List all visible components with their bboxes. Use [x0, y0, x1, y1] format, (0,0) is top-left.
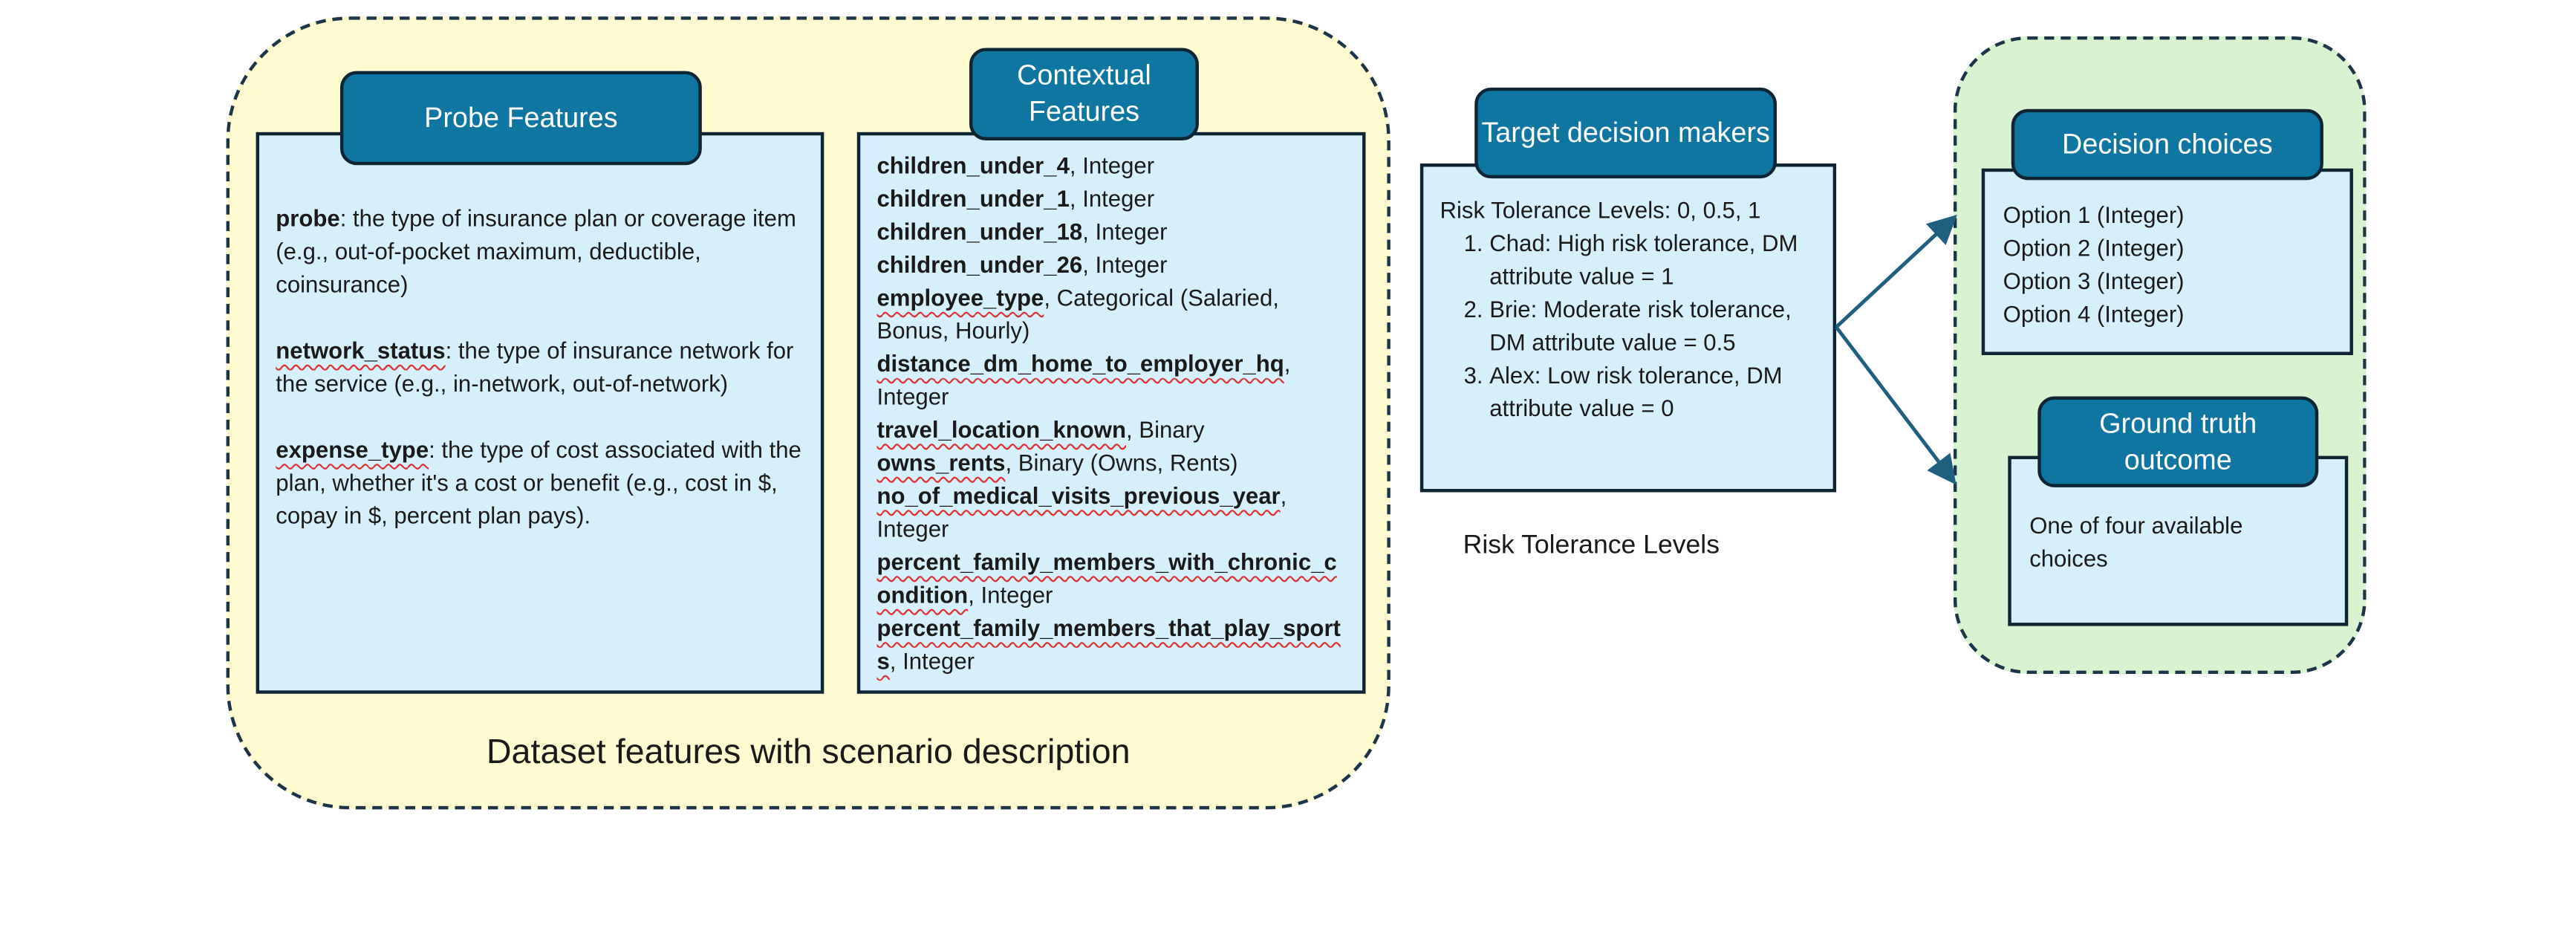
decision-choices-box: Option 1 (Integer) Option 2 (Integer) Op…: [1981, 168, 2353, 355]
arrow-to-decision-choices: [1835, 215, 1957, 328]
feature-name: network_status: [276, 337, 446, 364]
contextual-features-header: Contextual Features: [969, 48, 1199, 140]
option-item: Option 1 (Integer): [2003, 201, 2185, 228]
feature-type: , Integer: [889, 647, 975, 675]
feature-type: , Binary: [1126, 416, 1205, 443]
feature-type: , Integer: [876, 482, 1287, 542]
contextual-feature-item: percent_family_members_that_play_sports,…: [876, 611, 1349, 678]
feature-type: , Binary (Owns, Rents): [1005, 449, 1238, 476]
target-decision-makers-header: Target decision makers: [1474, 87, 1777, 179]
feature-type: , Integer: [968, 581, 1053, 609]
feature-name: expense_type: [276, 435, 429, 463]
option-item: Option 2 (Integer): [2003, 234, 2185, 262]
probe-feature-item: network_status: the type of insurance ne…: [276, 334, 807, 400]
risk-tolerance-caption: Risk Tolerance Levels: [1463, 531, 1720, 560]
feature-description: the type of insurance network for the se…: [276, 337, 794, 397]
feature-type: , Integer: [1082, 218, 1168, 245]
risk-levels-line: Risk Tolerance Levels: 0, 0.5, 1: [1440, 196, 1761, 224]
contextual-feature-item: children_under_18, Integer: [876, 215, 1349, 247]
contextual-feature-item: percent_family_members_with_chronic_cond…: [876, 545, 1349, 611]
arrow-to-ground-truth: [1835, 325, 1957, 485]
target-title: Target decision makers: [1481, 116, 1770, 148]
contextual-features-title: Contextual Features: [1017, 59, 1151, 128]
separator: :: [339, 204, 347, 232]
feature-name: owns_rents: [876, 449, 1006, 476]
contextual-feature-item: children_under_1, Integer: [876, 182, 1349, 215]
feature-type: , Integer: [1082, 250, 1168, 278]
probe-features-title: Probe Features: [424, 101, 618, 133]
decision-maker-item: Alex: Low risk tolerance, DM attribute v…: [1489, 358, 1820, 424]
contextual-feature-item: employee_type, Categorical (Salaried, Bo…: [876, 281, 1349, 347]
target-decision-makers-box: Risk Tolerance Levels: 0, 0.5, 1 Chad: H…: [1419, 163, 1837, 493]
probe-features-box: probe: the type of insurance plan or cov…: [256, 132, 824, 694]
feature-name: probe: [276, 204, 340, 232]
probe-feature-item: expense_type: the type of cost associate…: [276, 432, 807, 531]
feature-type: , Integer: [1069, 184, 1155, 212]
option-item: Option 3 (Integer): [2003, 267, 2185, 294]
separator: :: [445, 337, 452, 364]
feature-name: percent_family_members_with_chronic_cond…: [876, 548, 1337, 609]
ground-truth-text: One of four available choices: [2029, 512, 2243, 572]
ground-truth-title: Ground truth outcome: [2099, 406, 2257, 476]
ground-truth-header: Ground truth outcome: [2037, 396, 2319, 487]
contextual-feature-item: no_of_medical_visits_previous_year, Inte…: [876, 479, 1349, 545]
decision-maker-item: Chad: High risk tolerance, DM attribute …: [1489, 227, 1820, 293]
contextual-feature-item: travel_location_known, Binary: [876, 413, 1349, 446]
feature-name: children_under_1: [876, 184, 1070, 212]
feature-description: the type of insurance plan or coverage i…: [276, 204, 796, 298]
dataset-caption: Dataset features with scenario descripti…: [486, 733, 1131, 772]
feature-name: children_under_18: [876, 218, 1083, 245]
feature-type: , Integer: [1069, 152, 1155, 179]
feature-name: distance_dm_home_to_employer_hq: [876, 350, 1284, 377]
probe-features-header: Probe Features: [339, 71, 702, 166]
feature-name: employee_type: [876, 284, 1044, 311]
decision-choices-title: Decision choices: [2062, 128, 2273, 160]
option-item: Option 4 (Integer): [2003, 300, 2185, 328]
feature-name: children_under_4: [876, 152, 1070, 179]
feature-name: travel_location_known: [876, 416, 1127, 443]
contextual-feature-item: distance_dm_home_to_employer_hq, Integer: [876, 347, 1349, 413]
feature-name: children_under_26: [876, 250, 1083, 278]
contextual-feature-item: children_under_4, Integer: [876, 149, 1349, 181]
feature-description: the type of cost associated with the pla…: [276, 435, 801, 529]
decision-maker-item: Brie: Moderate risk tolerance, DM attrib…: [1489, 292, 1820, 358]
contextual-feature-item: owns_rents, Binary (Owns, Rents): [876, 446, 1349, 478]
feature-name: no_of_medical_visits_previous_year: [876, 482, 1281, 509]
decision-makers-list: Chad: High risk tolerance, DM attribute …: [1440, 227, 1820, 425]
separator: :: [429, 435, 435, 463]
contextual-feature-item: children_under_26, Integer: [876, 247, 1349, 280]
probe-feature-item: probe: the type of insurance plan or cov…: [276, 201, 807, 300]
feature-type: , Categorical (Salaried, Bonus, Hourly): [876, 284, 1279, 344]
feature-type: , Integer: [876, 350, 1291, 410]
decision-choices-header: Decision choices: [2011, 108, 2323, 181]
feature-name: percent_family_members_that_play_sports: [876, 614, 1341, 675]
